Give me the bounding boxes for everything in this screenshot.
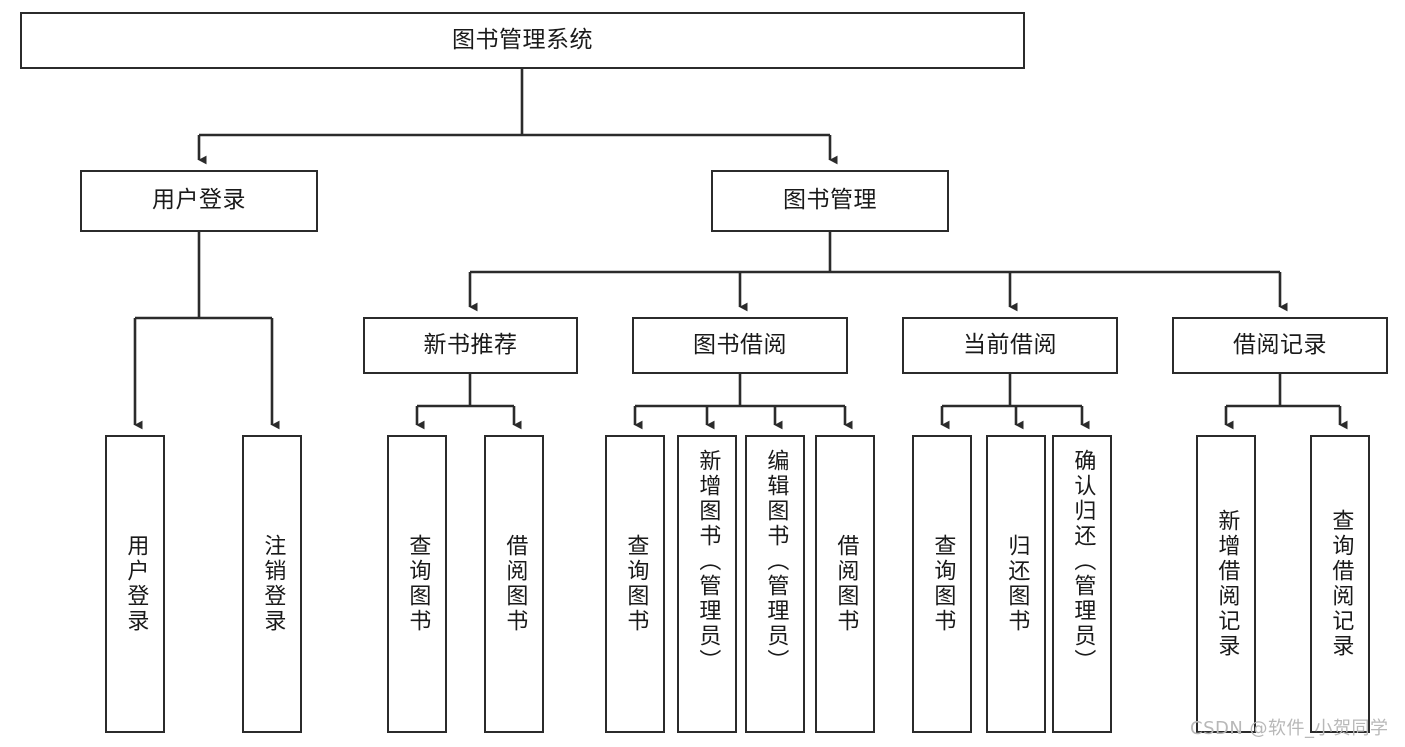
node-leaf-logout-login-label: 注销登录: [260, 534, 286, 634]
node-leaf-add-book-admin[interactable]: 新增图书（管理员）: [677, 435, 737, 733]
node-leaf-add-book-admin-label: 新增图书（管理员）: [695, 449, 721, 674]
node-leaf-query-book-1[interactable]: 查询图书: [387, 435, 447, 733]
node-leaf-query-book-3[interactable]: 查询图书: [912, 435, 972, 733]
watermark-text: CSDN @软件_小贺同学: [1190, 718, 1389, 739]
node-user-login-label: 用户登录: [152, 187, 246, 214]
node-leaf-borrow-book-2[interactable]: 借阅图书: [815, 435, 875, 733]
node-current-borrow[interactable]: 当前借阅: [902, 317, 1118, 374]
node-leaf-add-borrow-record-label: 新增借阅记录: [1214, 509, 1240, 659]
node-leaf-borrow-book-1-label: 借阅图书: [502, 534, 528, 634]
node-leaf-query-book-2[interactable]: 查询图书: [605, 435, 665, 733]
node-new-book-recommend-label: 新书推荐: [423, 331, 518, 358]
node-leaf-query-borrow-record-label: 查询借阅记录: [1328, 509, 1354, 659]
node-leaf-edit-book-admin-label: 编辑图书（管理员）: [763, 449, 789, 674]
node-borrow-records-label: 借阅记录: [1233, 331, 1327, 358]
node-root[interactable]: 图书管理系统: [20, 12, 1025, 69]
node-leaf-return-book-label: 归还图书: [1004, 534, 1030, 634]
node-book-management-label: 图书管理: [783, 187, 877, 214]
node-leaf-return-book[interactable]: 归还图书: [986, 435, 1046, 733]
node-current-borrow-label: 当前借阅: [963, 331, 1057, 358]
node-leaf-query-book-2-label: 查询图书: [623, 534, 649, 634]
node-leaf-edit-book-admin[interactable]: 编辑图书（管理员）: [745, 435, 805, 733]
node-leaf-borrow-book-2-label: 借阅图书: [833, 534, 859, 634]
node-book-management[interactable]: 图书管理: [711, 170, 949, 232]
node-book-borrow[interactable]: 图书借阅: [632, 317, 848, 374]
node-book-borrow-label: 图书借阅: [693, 331, 787, 358]
node-leaf-user-login[interactable]: 用户登录: [105, 435, 165, 733]
node-leaf-borrow-book-1[interactable]: 借阅图书: [484, 435, 544, 733]
node-leaf-query-borrow-record[interactable]: 查询借阅记录: [1310, 435, 1370, 733]
node-leaf-logout-login[interactable]: 注销登录: [242, 435, 302, 733]
node-leaf-confirm-return-admin[interactable]: 确认归还（管理员）: [1052, 435, 1112, 733]
node-leaf-add-borrow-record[interactable]: 新增借阅记录: [1196, 435, 1256, 733]
node-leaf-query-book-3-label: 查询图书: [930, 534, 956, 634]
node-new-book-recommend[interactable]: 新书推荐: [363, 317, 578, 374]
node-leaf-user-login-label: 用户登录: [123, 534, 149, 634]
node-root-label: 图书管理系统: [452, 26, 593, 53]
node-leaf-confirm-return-admin-label: 确认归还（管理员）: [1070, 449, 1096, 674]
node-user-login[interactable]: 用户登录: [80, 170, 318, 232]
node-leaf-query-book-1-label: 查询图书: [405, 534, 431, 634]
node-borrow-records[interactable]: 借阅记录: [1172, 317, 1388, 374]
